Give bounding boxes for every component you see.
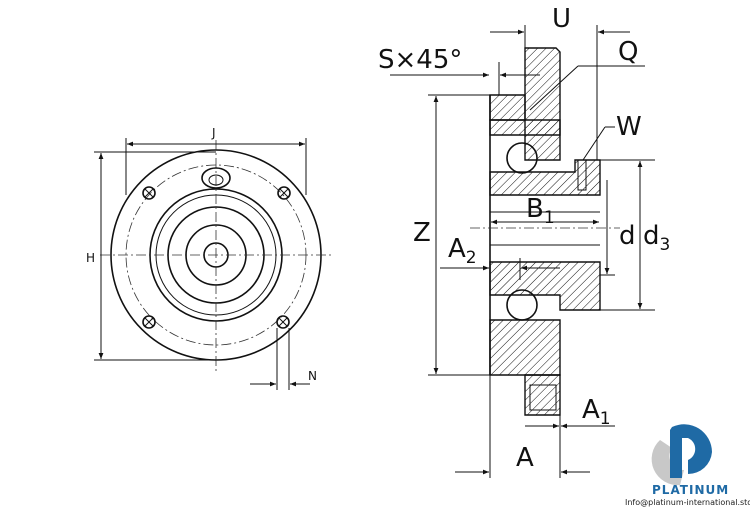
dimension-J: J — [125, 126, 307, 195]
housing-bottom — [489, 319, 561, 376]
logo-p-mark — [670, 424, 712, 478]
dimension-d-label: d — [619, 221, 636, 251]
dimension-Q-label: Q — [618, 37, 638, 67]
bolt-hole — [142, 315, 156, 329]
dimension-Q: Q — [529, 37, 645, 111]
dimension-N-label: N — [308, 369, 317, 383]
dimension-B1: B1 — [491, 194, 599, 228]
bolt-hole — [276, 315, 290, 329]
dimension-A1: A1 — [525, 395, 615, 432]
outer-ring-top — [489, 119, 561, 136]
dimension-A2-label: A2 — [448, 234, 477, 268]
dimension-Z: Z — [413, 94, 490, 376]
logo-name: PLATINUM — [652, 483, 729, 497]
dimension-A2: A2 — [440, 234, 560, 280]
dimension-W-label: W — [616, 112, 642, 142]
grease-nipple — [201, 167, 231, 189]
flange-top — [524, 47, 561, 161]
bolt-hole — [277, 186, 291, 200]
dimension-S-chamfer: S×45° — [378, 45, 540, 95]
dimension-d-d3: d d3 — [600, 159, 670, 311]
section-view: U Q S×45° W Z B1 — [378, 4, 670, 478]
dimension-A-label: A — [516, 443, 534, 473]
bolt-hole — [142, 186, 156, 200]
dimension-H-label: H — [86, 251, 95, 265]
dimension-U: U — [490, 4, 630, 160]
dimension-Z-label: Z — [413, 218, 431, 248]
platinum-logo: PLATINUM Info@platinum-international.sto… — [625, 424, 750, 507]
dimension-A1-label: A1 — [582, 395, 611, 429]
dimension-U-label: U — [552, 4, 571, 34]
bolt-holes — [142, 186, 291, 329]
front-view: J H N — [86, 126, 332, 390]
dimension-B1-label: B1 — [526, 194, 555, 228]
dimension-J-label: J — [211, 126, 216, 140]
bolt-hole-section — [529, 384, 557, 411]
dimension-H: H — [86, 151, 216, 361]
dimension-W: W — [582, 112, 642, 161]
dimension-A: A — [455, 375, 590, 478]
housing-top — [489, 94, 526, 121]
set-screw — [577, 159, 587, 191]
dimension-d3-label: d3 — [643, 221, 670, 255]
logo-email: Info@platinum-international.store — [625, 498, 750, 507]
dimension-S-label: S×45° — [378, 45, 462, 75]
dimension-N: N — [250, 328, 317, 390]
